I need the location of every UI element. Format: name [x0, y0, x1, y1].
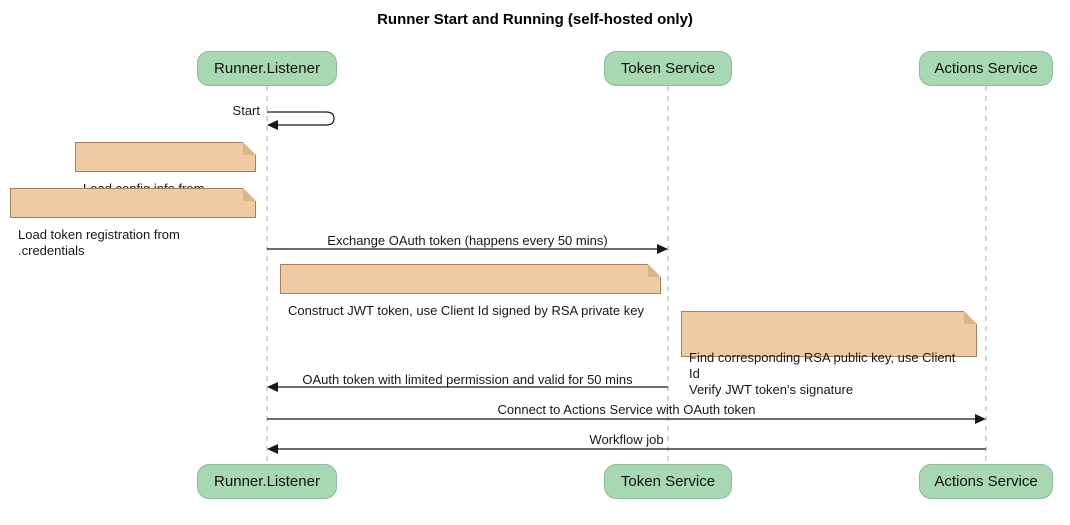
note-verify-jwt: Find corresponding RSA public key, use C…	[681, 311, 977, 397]
participant-runner-listener-bottom: Runner.Listener	[197, 464, 337, 499]
participant-label: Runner.Listener	[214, 60, 320, 77]
note-load-token-registration: Load token registration from .credential…	[10, 188, 256, 258]
note-text: Construct JWT token, use Client Id signe…	[288, 303, 644, 318]
message-label-connect-actions-service: Connect to Actions Service with OAuth to…	[497, 402, 756, 417]
note-text: Find corresponding RSA public key, use C…	[689, 350, 956, 397]
participant-label: Token Service	[620, 60, 716, 77]
participant-label: Actions Service	[934, 473, 1038, 490]
note-load-config: Load config info from .runner	[75, 142, 256, 212]
message-label-workflow-job: Workflow job	[589, 432, 664, 447]
participant-actions-service-bottom: Actions Service	[919, 464, 1053, 499]
note-fold-corner-icon	[964, 311, 977, 324]
participant-token-service-bottom: Token Service	[604, 464, 732, 499]
note-fold-corner-icon	[243, 188, 256, 201]
message-arrow-exchange-oauth-token	[267, 244, 668, 254]
message-label-start: Start	[232, 103, 260, 118]
message-label-oauth-token-return: OAuth token with limited permission and …	[302, 372, 633, 387]
note-construct-jwt: Construct JWT token, use Client Id signe…	[280, 264, 661, 318]
note-text: Load token registration from .credential…	[18, 227, 180, 258]
participant-label: Token Service	[620, 473, 716, 490]
participant-token-service-top: Token Service	[604, 51, 732, 86]
participant-label: Actions Service	[934, 60, 1038, 77]
message-arrow-oauth-token-return	[267, 382, 668, 392]
participant-actions-service-top: Actions Service	[919, 51, 1053, 86]
message-arrow-start-self	[267, 111, 335, 130]
participant-label: Runner.Listener	[214, 473, 320, 490]
message-arrow-connect-actions-service	[267, 414, 986, 424]
note-fold-corner-icon	[648, 264, 661, 277]
message-arrow-workflow-job	[267, 444, 986, 454]
note-fold-corner-icon	[243, 142, 256, 155]
participant-runner-listener-top: Runner.Listener	[197, 51, 337, 86]
diagram-title: Runner Start and Running (self-hosted on…	[377, 11, 693, 28]
message-label-exchange-oauth-token: Exchange OAuth token (happens every 50 m…	[327, 233, 608, 248]
